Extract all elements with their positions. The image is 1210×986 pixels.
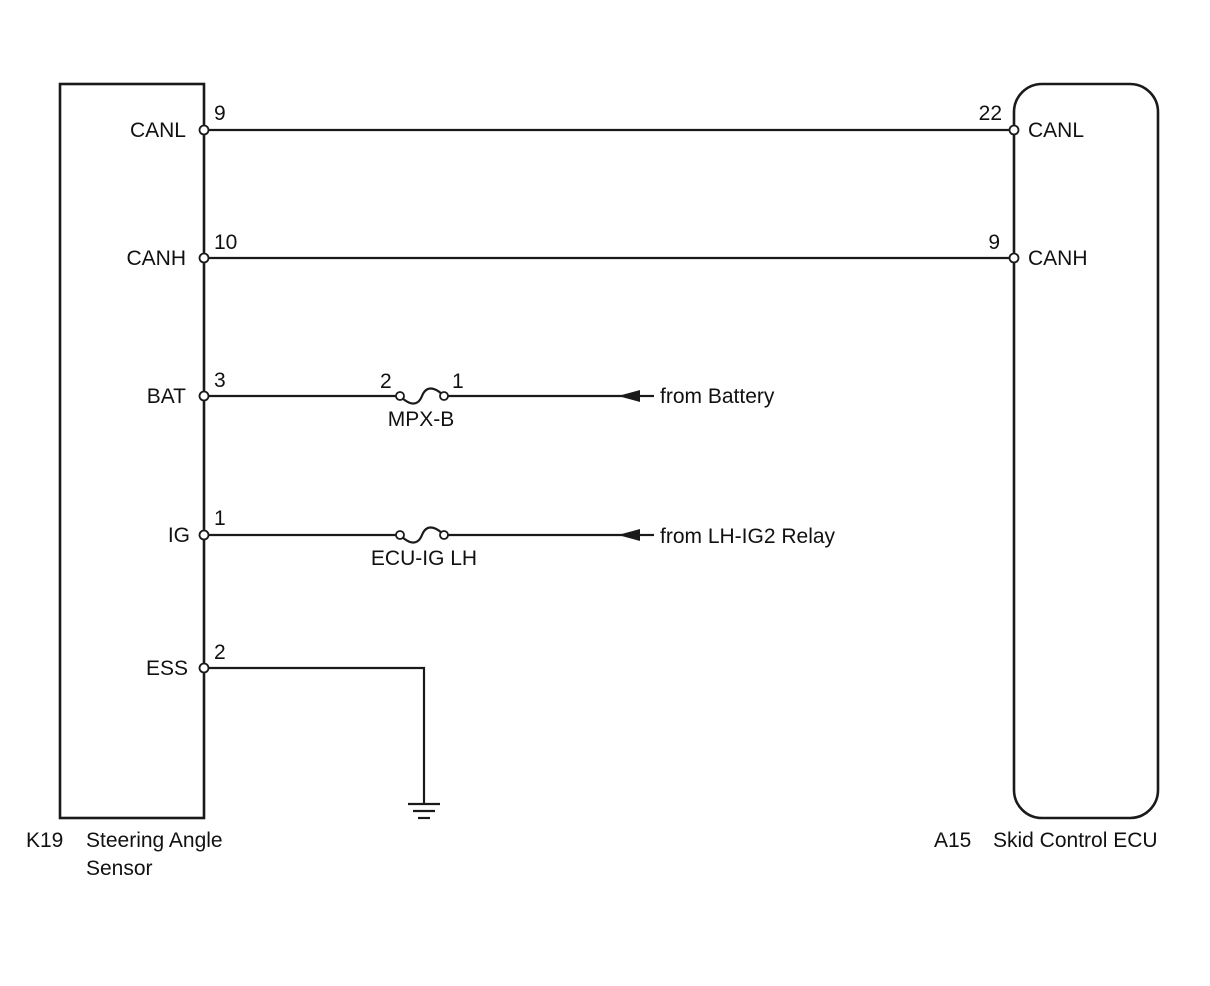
left-pin-label-canh: CANH xyxy=(126,247,186,270)
left-pin-number-bat: 3 xyxy=(214,369,226,392)
right-pin-label-canh: CANH xyxy=(1028,247,1088,270)
left-pin-number-canl: 9 xyxy=(214,102,226,125)
left-component-name-line2: Sensor xyxy=(86,857,153,880)
right-component-name: Skid Control ECU xyxy=(993,829,1158,852)
left-component-name-line1: Steering Angle xyxy=(86,829,223,852)
mpx-b-pin-right: 1 xyxy=(452,370,464,393)
left-pin-label-bat: BAT xyxy=(147,385,186,408)
ecu-ig-lh-fuse-name: ECU-IG LH xyxy=(371,547,477,570)
ecu-ig-lh-fuse-symbol xyxy=(399,526,445,544)
right-pin-number-canh: 9 xyxy=(988,231,1000,254)
terminal-canl-right xyxy=(1008,124,1020,136)
left-pin-label-canl: CANL xyxy=(130,119,186,142)
left-pin-number-canh: 10 xyxy=(214,231,237,254)
ecu-ig-lh-terminal-left xyxy=(395,530,405,540)
left-pin-number-ig: 1 xyxy=(214,507,226,530)
ecu-ig-lh-terminal-right xyxy=(439,530,449,540)
right-pin-label-canl: CANL xyxy=(1028,119,1084,142)
ig-arrow-icon xyxy=(618,529,640,541)
skid-control-ecu-box xyxy=(1012,82,1160,820)
mpx-b-terminal-right xyxy=(439,391,449,401)
steering-angle-sensor-box xyxy=(58,82,206,820)
mpx-b-fuse-name: MPX-B xyxy=(388,408,455,431)
source-label-battery: from Battery xyxy=(660,385,775,408)
left-pin-number-ess: 2 xyxy=(214,641,226,664)
mpx-b-pin-left: 2 xyxy=(380,370,392,393)
ess-wire xyxy=(204,666,426,804)
left-pin-label-ig: IG xyxy=(168,524,190,547)
left-component-code: K19 xyxy=(26,829,63,852)
right-component-code: A15 xyxy=(934,829,971,852)
terminal-ess xyxy=(198,662,210,674)
terminal-bat xyxy=(198,390,210,402)
source-label-lh-ig2-relay: from LH-IG2 Relay xyxy=(660,525,836,548)
ground-icon xyxy=(408,802,440,820)
terminal-canh-right xyxy=(1008,252,1020,264)
mpx-b-fuse-symbol xyxy=(399,387,445,405)
mpx-b-terminal-left xyxy=(395,391,405,401)
bat-arrow-icon xyxy=(618,390,640,402)
terminal-canl-left xyxy=(198,124,210,136)
left-pin-label-ess: ESS xyxy=(146,657,188,680)
terminal-ig xyxy=(198,529,210,541)
right-pin-number-canl: 22 xyxy=(979,102,1002,125)
terminal-canh-left xyxy=(198,252,210,264)
